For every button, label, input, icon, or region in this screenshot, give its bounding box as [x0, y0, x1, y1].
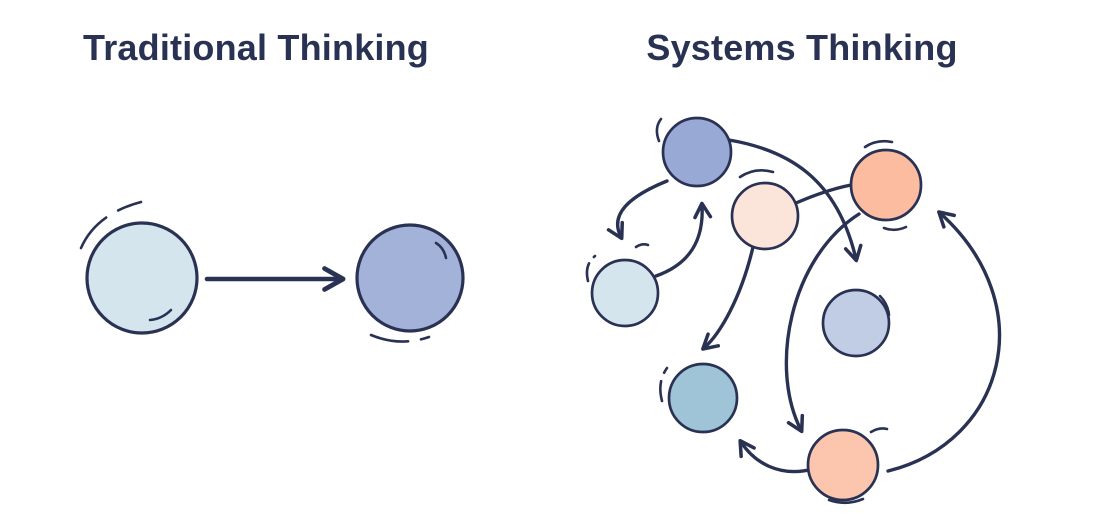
peach-node: [806, 428, 880, 502]
cause-node: [85, 221, 199, 335]
effect-node-outer-dashes: [369, 333, 431, 343]
lavender-node-arc: [878, 294, 891, 317]
peach-node-top-arc: [869, 427, 889, 434]
cream-node: [730, 181, 800, 251]
periwinkle-node-dash: [655, 117, 663, 143]
traditional-layer: [79, 200, 465, 343]
cause-node-inner-shine: [148, 308, 173, 322]
orange-node: [849, 148, 923, 222]
effect-node: [355, 223, 465, 333]
lightblue-node-tick: [634, 243, 650, 249]
peach-to-orange-arrow: [886, 210, 1002, 473]
cream-to-orange-link: [794, 183, 853, 205]
systems-layer: [585, 116, 1002, 505]
steelblue-node: [667, 362, 739, 434]
orange-node-bottom-arc: [882, 225, 908, 232]
lightblue-node-dashes: [585, 254, 597, 283]
periwinkle-to-lavender-arrow: [727, 138, 863, 263]
cream-node-arc: [738, 169, 775, 179]
traditional-thinking-title: Traditional Thinking: [83, 27, 429, 68]
peach-node-bottom-arc: [827, 497, 865, 505]
cause-node-outer-dashes: [79, 200, 143, 250]
orange-node-top-arc: [863, 139, 894, 149]
periwinkle-to-lightblue-arrow: [606, 179, 669, 241]
orange-to-peach-arrow: [784, 212, 861, 434]
lavender-node: [821, 288, 891, 358]
lightblue-to-periwinkle-arrow: [654, 201, 713, 278]
systems-thinking-title: Systems Thinking: [646, 27, 958, 68]
cream-to-steelblue-arrow: [701, 245, 755, 351]
peach-to-steelblue-arrow: [738, 438, 815, 474]
steelblue-node-dashes: [659, 366, 669, 403]
periwinkle-node: [661, 116, 733, 188]
effect-node-inner-shine: [434, 241, 448, 260]
lightblue-node: [590, 258, 660, 328]
